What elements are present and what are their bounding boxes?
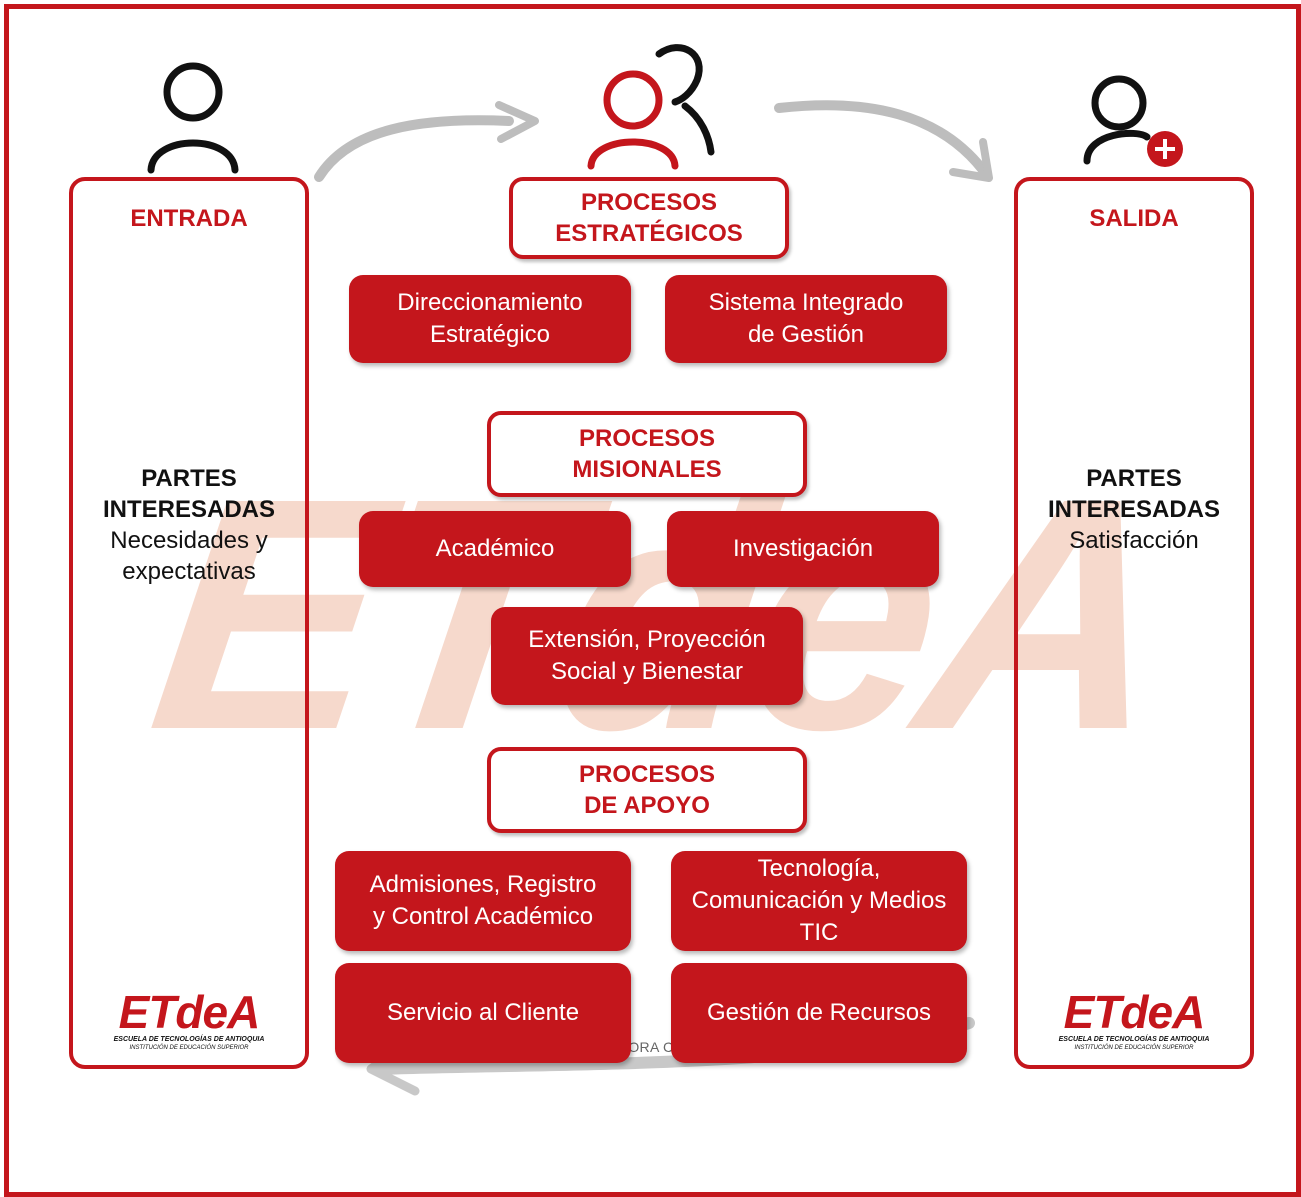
salida-title: SALIDA [1089,205,1179,232]
proc-text: Sistema Integrado [708,289,904,316]
proc-text: de Gestión [747,321,865,348]
misionales-header-2: MISIONALES [572,456,722,483]
logo-line1: ESCUELA DE TECNOLOGÍAS DE ANTIOQUIA [113,1036,265,1043]
logo-line2: INSTITUCIÓN DE EDUCACIÓN SUPERIOR [1074,1045,1194,1051]
tecnologia-comunicacion-box: Tecnología, Comunicación y Medios TIC [671,851,967,951]
proc-text: Académico [435,535,555,562]
proc-text: Direccionamiento [397,289,583,316]
proc-text: Investigación [732,535,874,562]
estrategicos-header-1: PROCESOS [580,189,717,216]
gestion-recursos-box: Gestión de Recursos [671,963,967,1063]
etdea-logo: ETdeA ESCUELA DE TECNOLOGÍAS DE ANTIOQUI… [73,989,305,1052]
entrada-bold-2: INTERESADAS [102,496,276,523]
proc-text: TIC [799,919,839,946]
admisiones-registro-box: Admisiones, Registro y Control Académico [335,851,631,951]
servicio-cliente-box: Servicio al Cliente [335,963,631,1063]
proc-text: Comunicación y Medios [691,887,947,914]
logo-word: ETdeA [118,986,261,1038]
procesos-estrategicos-header: PROCESOS ESTRATÉGICOS [509,177,789,259]
salida-bold-2: INTERESADAS [1047,496,1221,523]
salida-description: PARTES INTERESADAS Satisfacción [1018,463,1250,556]
proc-text: Estratégico [429,321,551,348]
apoyo-header-1: PROCESOS [578,761,716,788]
direccionamiento-estrategico-box: Direccionamiento Estratégico [349,275,631,363]
curved-arrow-icon [774,100,993,182]
salida-text-1: Satisfacción [1069,527,1199,554]
procesos-apoyo-header: PROCESOS DE APOYO [487,747,807,833]
proc-text: Extensión, Proyección [528,626,766,653]
academico-box: Académico [359,511,631,587]
proc-text: Gestión de Recursos [706,999,932,1026]
entrada-bold-1: PARTES [141,465,237,492]
proc-text: y Control Académico [372,903,594,930]
proc-text: Servicio al Cliente [386,999,580,1026]
logo-line2: INSTITUCIÓN DE EDUCACIÓN SUPERIOR [129,1045,249,1051]
investigacion-box: Investigación [667,511,939,587]
apoyo-header-2: DE APOYO [584,792,710,819]
group-icon [587,44,715,170]
entrada-title: ENTRADA [130,205,248,232]
procesos-misionales-header: PROCESOS MISIONALES [487,411,807,497]
misionales-header-1: PROCESOS [578,425,716,452]
proc-text: Social y Bienestar [550,658,744,685]
sistema-integrado-gestion-box: Sistema Integrado de Gestión [665,275,947,363]
salida-bold-1: PARTES [1086,465,1182,492]
entrada-box: ENTRADA PARTES INTERESADAS Necesidades y… [69,177,309,1069]
salida-box: SALIDA PARTES INTERESADAS Satisfacción E… [1014,177,1254,1069]
extension-proyeccion-box: Extensión, Proyección Social y Bienestar [491,607,803,705]
etdea-logo: ETdeA ESCUELA DE TECNOLOGÍAS DE ANTIOQUI… [1018,989,1250,1052]
logo-word: ETdeA [1063,986,1206,1038]
curved-arrow-icon [314,101,539,182]
entrada-text-1: Necesidades y [110,527,268,554]
estrategicos-header-2: ESTRATÉGICOS [555,220,743,247]
entrada-text-2: expectativas [122,558,256,585]
user-icon [147,62,239,174]
proc-text: Tecnología, [757,855,881,882]
entrada-description: PARTES INTERESADAS Necesidades y expecta… [73,463,305,587]
user-plus-icon [1083,75,1183,167]
diagram-frame: ETdeA MEJORA CONTINUA ENTRADA PARTES [4,4,1301,1197]
logo-line1: ESCUELA DE TECNOLOGÍAS DE ANTIOQUIA [1058,1036,1210,1043]
proc-text: Admisiones, Registro [369,871,597,898]
